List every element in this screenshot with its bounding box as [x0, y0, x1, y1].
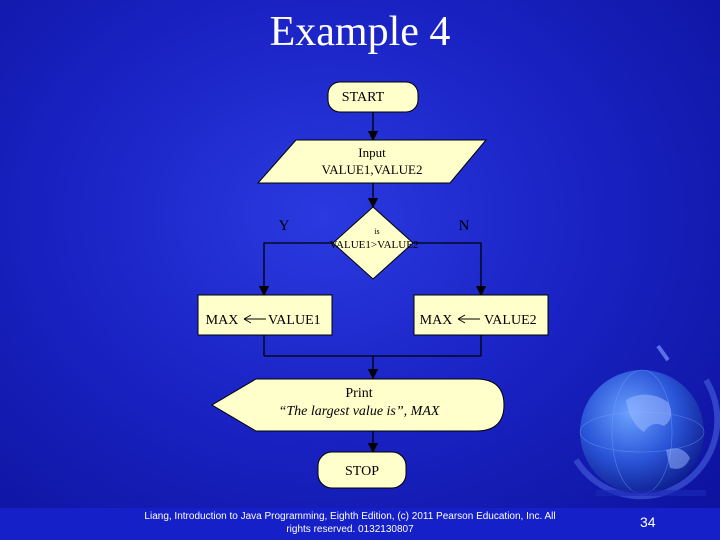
footer-copyright: Liang, Introduction to Java Programming,…: [130, 510, 570, 536]
assign-left-var: MAX: [206, 313, 239, 328]
print-label-line1: Print: [345, 386, 372, 401]
footer-line-1: Liang, Introduction to Java Programming,…: [144, 511, 556, 522]
input-label-line2: VALUE1,VALUE2: [322, 162, 423, 177]
stop-node: STOP: [317, 451, 407, 489]
decision-node: is VALUE1>VALUE2: [330, 206, 419, 280]
decision-label-line2: VALUE1>VALUE2: [330, 239, 419, 251]
start-node: START: [327, 81, 419, 113]
assign-right-arrow-icon: [457, 314, 466, 324]
globe-icon: [573, 344, 720, 500]
connector-yes-branch: [258, 242, 333, 297]
decision-label-line1: is: [374, 227, 379, 236]
assign-left-value: VALUE1: [268, 313, 321, 328]
print-label-line2: “The largest value is”, MAX: [279, 404, 440, 419]
slide-number: 34: [640, 514, 656, 530]
footer-line-2: rights reserved. 0132130807: [286, 524, 414, 535]
no-label: N: [459, 218, 470, 234]
footer-bar: [0, 508, 720, 540]
connectors: [258, 112, 487, 454]
input-node: Input VALUE1,VALUE2: [256, 139, 488, 184]
input-label-line1: Input: [358, 145, 386, 160]
assign-right-var: MAX: [420, 313, 453, 328]
assign-right-node: MAX VALUE2: [413, 294, 549, 336]
connector-no-branch: [413, 242, 487, 297]
print-node: Print “The largest value is”, MAX: [211, 378, 505, 432]
yes-label: Y: [279, 218, 290, 234]
assign-right-value: VALUE2: [484, 313, 537, 328]
start-label: START: [342, 90, 385, 105]
assign-left-arrow-icon: [243, 314, 252, 324]
stop-label: STOP: [345, 464, 379, 479]
slide-title: Example 4: [269, 9, 451, 55]
assign-left-node: MAX VALUE1: [197, 294, 333, 336]
